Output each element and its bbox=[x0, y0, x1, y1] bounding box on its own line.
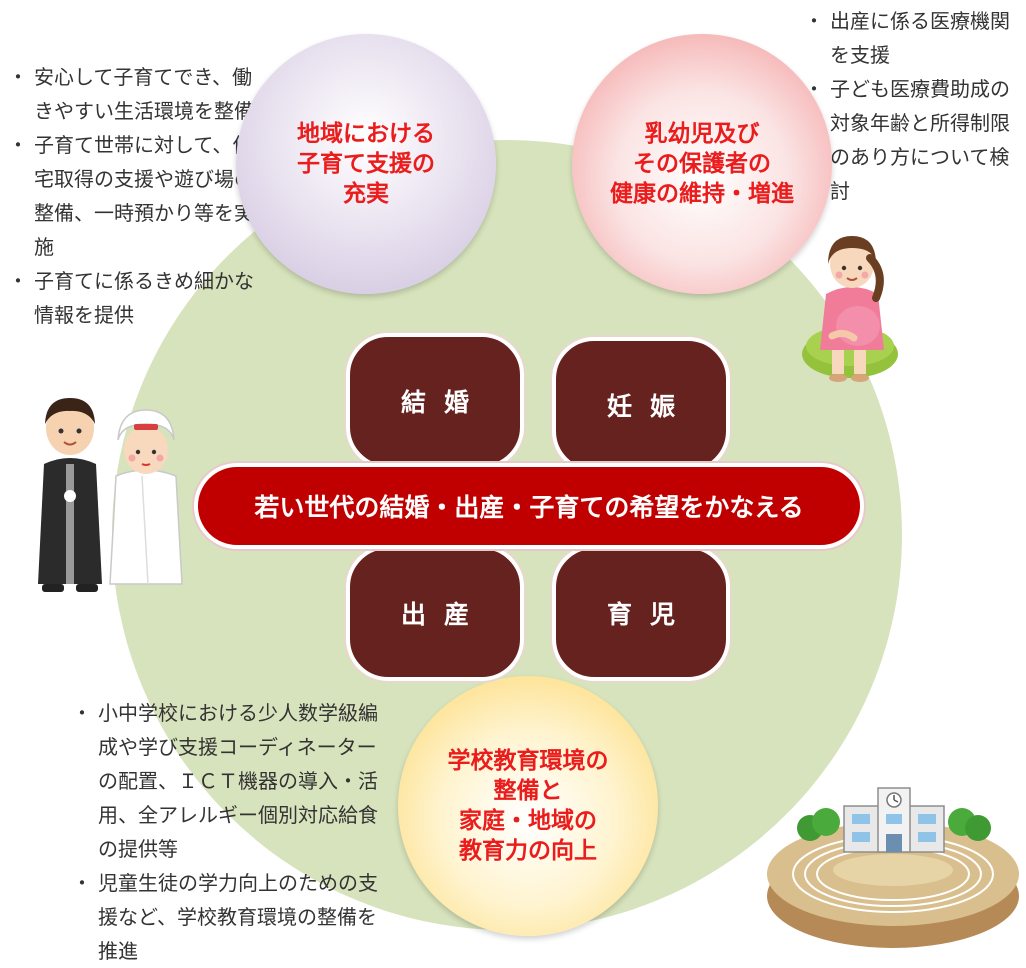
school-illustration bbox=[767, 787, 1019, 948]
list-item: 児童生徒の学力向上のための支援など、学校教育環境の整備を推進 bbox=[72, 866, 386, 968]
education-measures: 小中学校における少人数学級編成や学び支援コーディネーターの配置、ＩＣＴ機器の導入… bbox=[72, 696, 386, 968]
groom-figure bbox=[38, 398, 102, 592]
list-item: 安心して子育てでき、働きやすい生活環境を整備 bbox=[8, 60, 268, 128]
list-item: 出産に係る医療機関を支援 bbox=[804, 4, 1026, 72]
list-item: 子育て世帯に対して、住宅取得の支援や遊び場の整備、一時預かり等を実施 bbox=[8, 128, 268, 264]
community-support-measures: 安心して子育てでき、働きやすい生活環境を整備 子育て世帯に対して、住宅取得の支援… bbox=[8, 60, 268, 332]
main-goal-banner: 若い世代の結婚・出産・子育ての希望をかなえる bbox=[194, 463, 864, 549]
theme-infant-health: 乳幼児及び その保護者の 健康の維持・増進 bbox=[572, 34, 832, 294]
stage-childcare: 育児 bbox=[552, 545, 730, 681]
list-item: 小中学校における少人数学級編成や学び支援コーディネーターの配置、ＩＣＴ機器の導入… bbox=[72, 696, 386, 866]
theme-education: 学校教育環境の 整備と 家庭・地域の 教育力の向上 bbox=[398, 676, 658, 936]
theme-community-support: 地域における 子育て支援の 充実 bbox=[236, 34, 496, 294]
infant-health-measures: 出産に係る医療機関を支援 子ども医療費助成の対象年齢と所得制限のあり方について検… bbox=[804, 4, 1026, 208]
list-item: 子ども医療費助成の対象年齢と所得制限のあり方について検討 bbox=[804, 72, 1026, 208]
stage-pregnancy: 妊娠 bbox=[552, 337, 730, 473]
wedding-couple-illustration bbox=[38, 398, 183, 592]
pregnant-woman-illustration bbox=[802, 236, 898, 382]
bride-figure bbox=[109, 409, 183, 585]
stage-marriage: 結婚 bbox=[346, 333, 524, 469]
stage-birth: 出産 bbox=[346, 545, 524, 681]
list-item: 子育てに係るきめ細かな情報を提供 bbox=[8, 264, 268, 332]
